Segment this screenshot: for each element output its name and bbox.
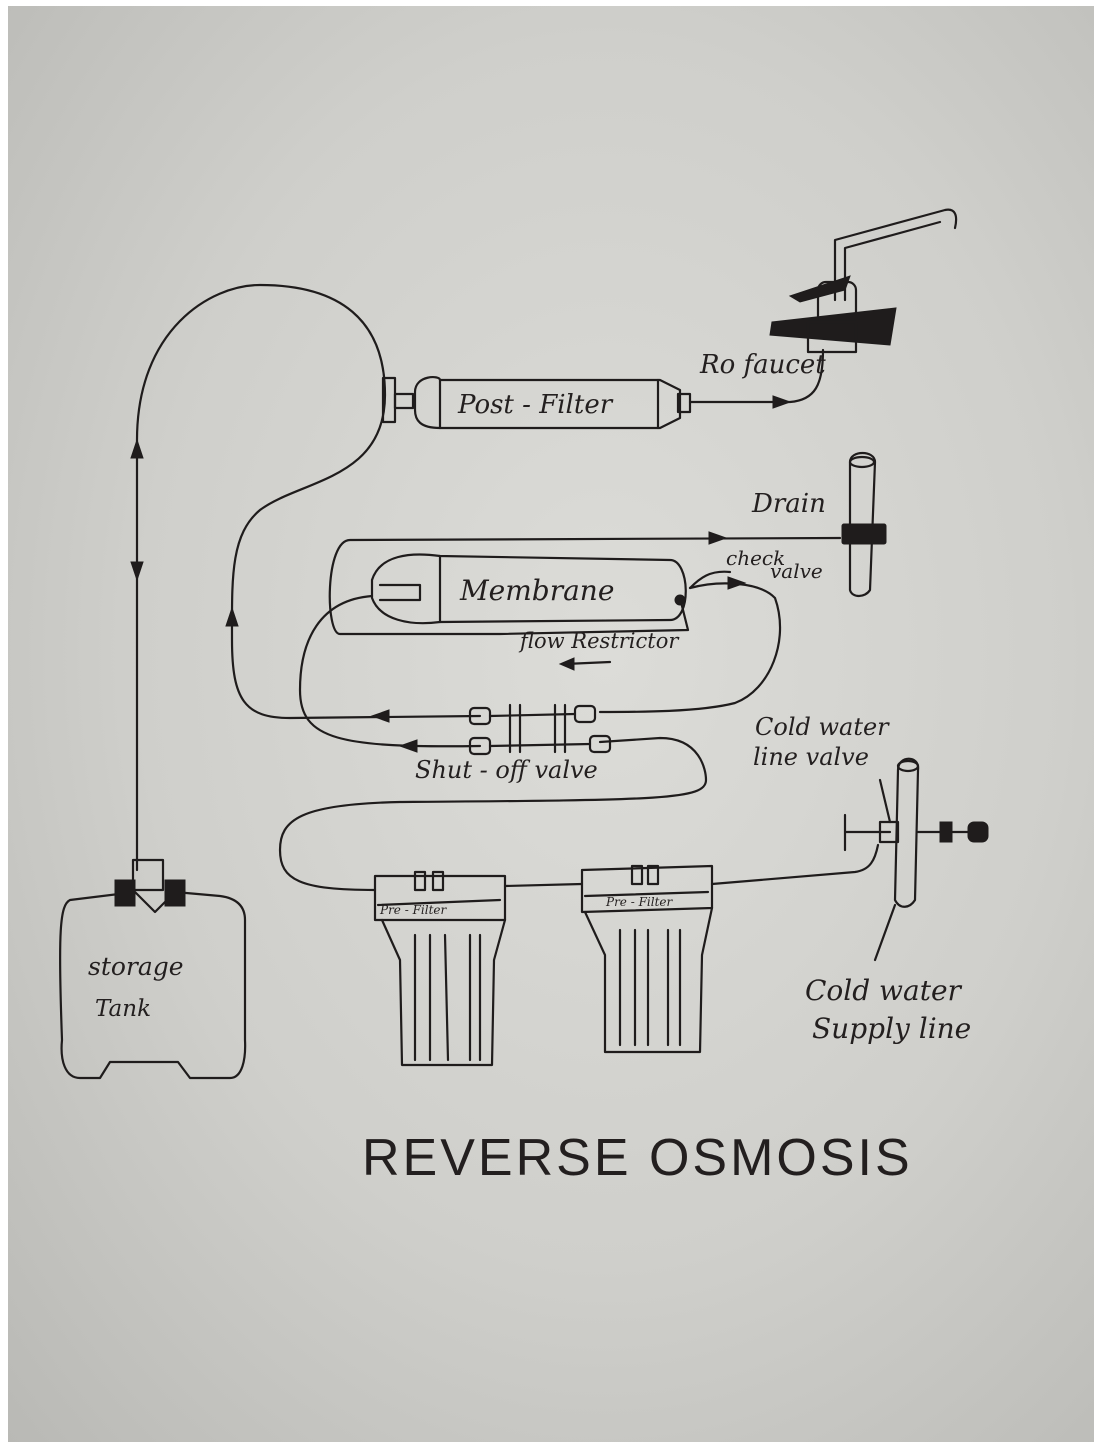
- label-membrane: Membrane: [459, 574, 614, 607]
- tube-to-pre-filters: [278, 736, 708, 892]
- pre-filter-2: [580, 864, 714, 1054]
- tube-tank-to-post-filter: [135, 283, 482, 872]
- label-pre-filter-2: Pre - Filter: [605, 895, 674, 909]
- flow-arrow: [130, 561, 144, 582]
- diagram-title: REVERSE OSMOSIS: [362, 1129, 913, 1187]
- flow-arrow: [370, 709, 390, 723]
- flow-arrow: [727, 576, 747, 590]
- reverse-osmosis-diagram: Ro faucet Post - Filter Drain check valv…: [58, 208, 989, 1187]
- diagram-paper: Ro faucet Post - Filter Drain check valv…: [8, 6, 1094, 1442]
- storage-tank: [58, 858, 247, 1080]
- label-cold-water-supply-2: Supply line: [812, 1012, 971, 1045]
- label-cold-water-line-valve-1: Cold water: [755, 713, 890, 741]
- flow-arrow: [225, 606, 239, 627]
- flow-arrow: [708, 531, 728, 545]
- ro-faucet: [769, 208, 958, 354]
- label-shut-off-valve: Shut - off valve: [415, 756, 598, 784]
- cold-water-valve: [843, 757, 989, 962]
- tube-membrane-outlet: [598, 582, 782, 714]
- label-cold-water-line-valve-2: line valve: [753, 743, 869, 771]
- membrane: [370, 553, 732, 625]
- flow-arrow: [398, 739, 418, 753]
- tube-to-cold-valve: [710, 843, 880, 886]
- flow-arrow: [558, 657, 575, 671]
- label-check-valve-1: check: [726, 546, 785, 570]
- label-pre-filter-1: Pre - Filter: [379, 903, 448, 917]
- pre-filter-1: [373, 870, 507, 1067]
- label-post-filter: Post - Filter: [457, 390, 614, 420]
- flow-arrow: [130, 438, 144, 459]
- label-drain: Drain: [751, 489, 826, 519]
- tube-prefilter-connect: [503, 882, 584, 888]
- flow-arrow: [772, 395, 792, 409]
- label-flow-restrictor: flow Restrictor: [518, 629, 680, 653]
- post-filter: [381, 376, 692, 430]
- label-storage-tank-1: storage: [88, 952, 184, 981]
- drain-pipe: [841, 451, 887, 598]
- label-check-valve-2: valve: [770, 559, 823, 583]
- tube-drain-line: [328, 536, 842, 636]
- tube-membrane-inlet: [298, 594, 482, 748]
- shut-off-valve: [468, 703, 612, 756]
- label-cold-water-supply-1: Cold water: [805, 974, 963, 1007]
- label-ro-faucet: Ro faucet: [699, 350, 826, 380]
- label-storage-tank-2: Tank: [95, 996, 151, 1022]
